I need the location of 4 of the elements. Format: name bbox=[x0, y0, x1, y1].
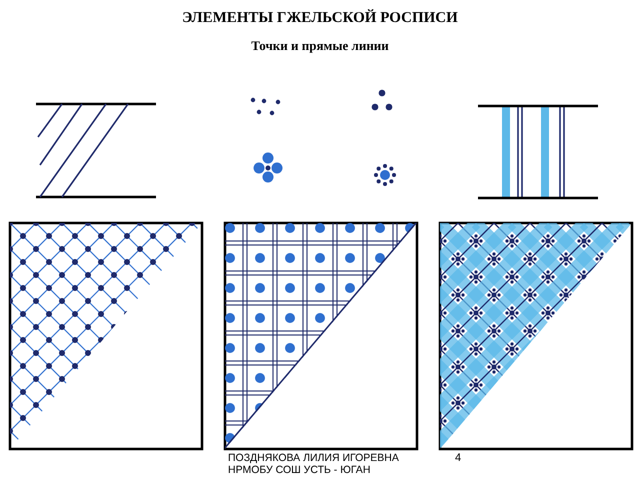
author-credit: ПОЗДНЯКОВА ЛИЛИЯ ИГОРЕВНА НРМОБУ СОШ УСТЬ - ЮГАН bbox=[228, 452, 400, 476]
subtitle: Точки и прямые линии bbox=[250, 38, 390, 54]
page-number: 4 bbox=[455, 452, 462, 464]
title: ЭЛЕМЕНТЫ ГЖЕЛЬСКОЙ РОСПИСИ bbox=[181, 10, 459, 27]
